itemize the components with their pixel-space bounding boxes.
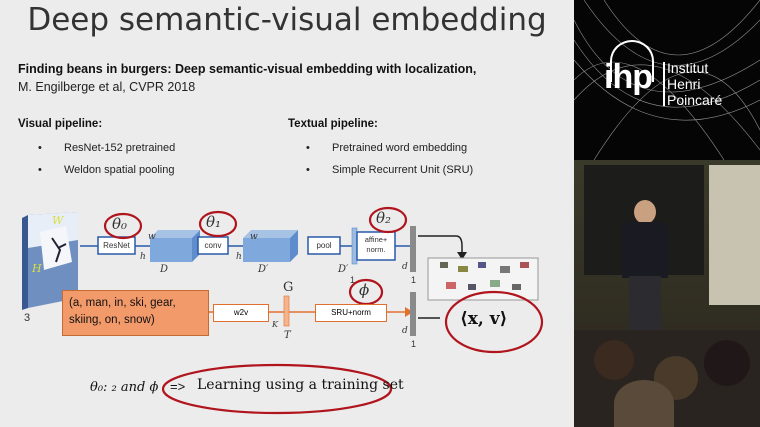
dim-K: K — [272, 320, 278, 329]
dim-one-c: 1 — [411, 339, 417, 349]
dim-w1: w — [148, 232, 156, 242]
affine-norm-box — [356, 231, 396, 261]
dim-G: G — [283, 280, 294, 295]
pool-label: pool — [316, 241, 332, 250]
pipeline-diagram — [22, 206, 544, 415]
visual-item: Weldon spatial pooling — [38, 164, 175, 176]
dim-one-a: 1 — [350, 275, 356, 285]
inner-product: ⟨x, v⟩ — [460, 309, 508, 329]
textual-item: Pretrained word embedding — [306, 142, 467, 154]
logo-arc — [610, 40, 654, 82]
phi-label: ϕ — [359, 281, 370, 299]
paper-title: Finding beans in burgers: Deep semantic-… — [18, 62, 477, 76]
logo-divider — [663, 62, 665, 106]
paper-authors: M. Engilberge et al, CVPR 2018 — [18, 80, 196, 94]
conv-box — [197, 236, 229, 255]
textual-item: Simple Recurrent Unit (SRU) — [306, 164, 473, 176]
logo-line: Poincaré — [667, 92, 723, 108]
learning-text: Learning using a training set — [197, 377, 404, 393]
visual-pipeline-heading: Visual pipeline: — [18, 118, 103, 130]
sentence-line: skiing, on, snow) — [69, 314, 155, 326]
slide: Deep semantic-visual embedding Finding b… — [0, 0, 574, 427]
width-label: W — [52, 214, 64, 227]
resnet-label: ResNet — [103, 241, 130, 250]
audience-head — [594, 340, 634, 380]
audience-head — [704, 340, 750, 386]
conv-label: conv — [204, 241, 222, 250]
dim-D: D — [160, 264, 169, 275]
affine-label: affine+ — [364, 235, 388, 244]
norm-label: norm. — [366, 245, 386, 254]
logo-abbr: ihp — [604, 58, 653, 96]
sru-box: SRU+norm — [315, 304, 387, 322]
pool-box — [307, 236, 341, 255]
logo-line: Henri — [667, 76, 701, 92]
speaker-head — [634, 200, 656, 224]
logo-text: Institut Henri Poincaré — [667, 60, 722, 108]
theta2-label: θ₂ — [376, 209, 392, 227]
slide-title: Deep semantic-visual embedding — [27, 2, 547, 38]
dim-h1: h — [140, 252, 146, 262]
dim-one-b: 1 — [411, 275, 417, 285]
sentence-line: (a, man, in, ski, gear, — [69, 297, 176, 309]
dim-Dprime: D′ — [258, 264, 269, 275]
footer-params: θ₀: ₂ and ϕ — [90, 380, 159, 395]
theta0-label: θ₀ — [112, 215, 128, 233]
dim-T: T — [284, 330, 291, 341]
footer-arrow: => — [170, 379, 186, 394]
audience-head — [614, 380, 674, 427]
w2v-box: w2v — [213, 304, 269, 322]
sentence-box: (a, man, in, ski, gear, skiing, on, snow… — [62, 290, 209, 336]
dim-Dprime2: D′ — [338, 264, 349, 275]
dim-w2: w — [250, 232, 258, 242]
theta1-label: θ₁ — [206, 213, 222, 231]
input-image — [22, 212, 78, 310]
channel-label: 3 — [24, 312, 31, 324]
wall — [709, 165, 760, 305]
visual-item: ResNet-152 pretrained — [38, 142, 175, 154]
textual-pipeline-heading: Textual pipeline: — [288, 118, 378, 130]
sidebar: ihp Institut Henri Poincaré — [574, 0, 760, 427]
dim-d-b: d — [402, 326, 408, 336]
dim-d-a: d — [402, 262, 408, 272]
speaker-body — [622, 222, 668, 278]
logo-line: Institut — [667, 60, 709, 76]
dim-h2: h — [236, 252, 242, 262]
height-label: H — [32, 262, 42, 275]
